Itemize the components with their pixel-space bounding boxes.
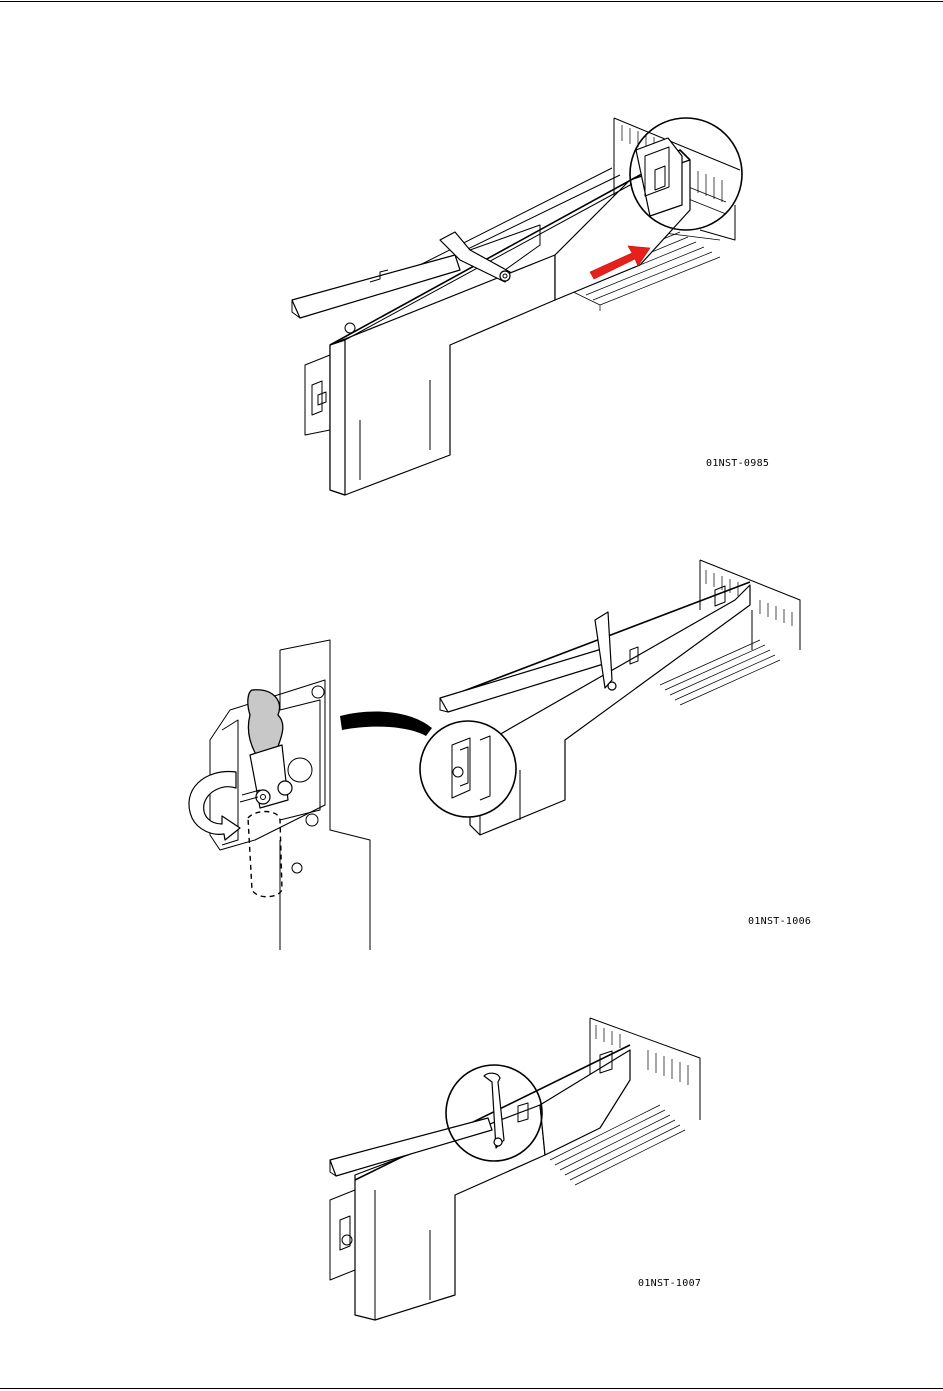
figure-2-latch-detail: 01NST-1006 bbox=[0, 540, 943, 960]
figure-code-label: 01NST-1006 bbox=[748, 916, 811, 927]
latched-card-illustration bbox=[0, 1010, 943, 1330]
circuit-card-latched bbox=[330, 1045, 630, 1320]
figure-3-latched-card: 01NST-1007 bbox=[0, 1010, 943, 1330]
card-insertion-illustration bbox=[0, 0, 943, 520]
latch-lowered-outline bbox=[248, 812, 282, 897]
circuit-card bbox=[305, 150, 690, 495]
latch-handle bbox=[240, 690, 292, 808]
faceplate-closeup bbox=[210, 640, 370, 950]
rotate-latch-arrow bbox=[189, 772, 240, 840]
figure-code-label: 01NST-0985 bbox=[706, 458, 769, 469]
figure-code-label: 01NST-1007 bbox=[638, 1278, 701, 1289]
latch-detail-illustration bbox=[0, 540, 943, 960]
footer-rule bbox=[0, 1388, 943, 1389]
callout-pointer bbox=[340, 712, 432, 736]
latch-magnifier bbox=[420, 721, 516, 817]
figure-1-card-insertion: 01NST-0985 bbox=[0, 0, 943, 520]
